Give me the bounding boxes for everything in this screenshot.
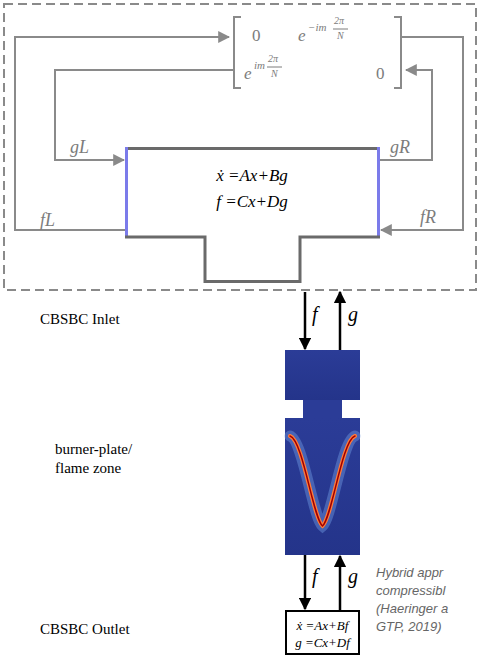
equation-text: ẋ =Ax+Bf: [297, 619, 349, 632]
inlet-boundary: [377, 147, 380, 237]
inlet-state-space-block: ẋ =Ax+Bg f =Cx+Dg: [125, 147, 380, 283]
equation-text: 0: [376, 65, 385, 82]
burner-plate-hole: [303, 400, 342, 418]
equation-text: ẋ =Ax+Bg: [216, 167, 288, 184]
dashed-region: [4, 4, 476, 290]
signal-name: g: [348, 304, 358, 324]
signal-arrow: [55, 70, 234, 160]
combustion-chamber: [285, 418, 360, 555]
signal-arrow: [339, 292, 342, 350]
plenum: [285, 350, 360, 400]
equation-text: −im: [308, 22, 326, 33]
flame-glow: [290, 436, 355, 526]
equation-text: N: [337, 31, 344, 41]
outlet-state-space-block: ẋ =Ax+Bf g =Cx+Df: [285, 610, 360, 655]
caption-note: compressibl: [376, 584, 445, 597]
equation-text: f =Cx+Dg: [216, 193, 288, 210]
fraction-bar: [267, 67, 282, 68]
matrix-bracket: [394, 17, 401, 88]
equation-text: g =Cx+Df: [295, 636, 350, 649]
matrix-bracket: [234, 17, 241, 88]
equation-text: 0: [252, 27, 261, 44]
caption-note: (Haeringer a: [376, 602, 448, 615]
flame-front: [290, 436, 355, 526]
flame-zone: burner-plate/ flame zone: [285, 350, 360, 555]
signal-name: fR: [420, 208, 436, 226]
equation-text: N: [271, 69, 278, 79]
signal-name: fL: [40, 211, 55, 229]
equation-text: e: [244, 65, 252, 82]
flame-core: [290, 436, 355, 526]
equation-text: 2π: [334, 16, 344, 26]
zone-label: burner-plate/ flame zone: [55, 440, 165, 478]
inlet-boundary: [125, 147, 128, 237]
equation-text: 2π: [268, 54, 278, 64]
equation-text: im: [254, 60, 265, 71]
signal-arrow: [304, 292, 307, 349]
block-outline: [286, 611, 359, 654]
signal-arrow: [15, 37, 229, 230]
signal-arrow: [304, 555, 307, 609]
caption-note: GTP, 2019): [376, 620, 442, 633]
equation-text: e: [298, 27, 306, 44]
signal-name: g: [348, 566, 358, 586]
fraction-bar: [333, 29, 348, 30]
section-label: CBSBC Inlet: [40, 312, 120, 327]
signal-arrow: [339, 556, 342, 610]
node-outline: [285, 350, 360, 555]
signal-name: gL: [70, 138, 89, 156]
caption-note: Hybrid appr: [376, 566, 443, 579]
signal-arrow: [381, 37, 463, 230]
block-edge: [125, 147, 380, 150]
block-edge: [125, 237, 380, 282]
signal-name: f: [312, 304, 318, 324]
section-label: CBSBC Outlet: [40, 622, 130, 637]
signal-name: f: [312, 566, 318, 586]
signal-name: gR: [390, 138, 410, 156]
matrix-block: 0e−im2πNeim2πN0: [230, 15, 405, 90]
signal-arrow: [380, 70, 432, 160]
